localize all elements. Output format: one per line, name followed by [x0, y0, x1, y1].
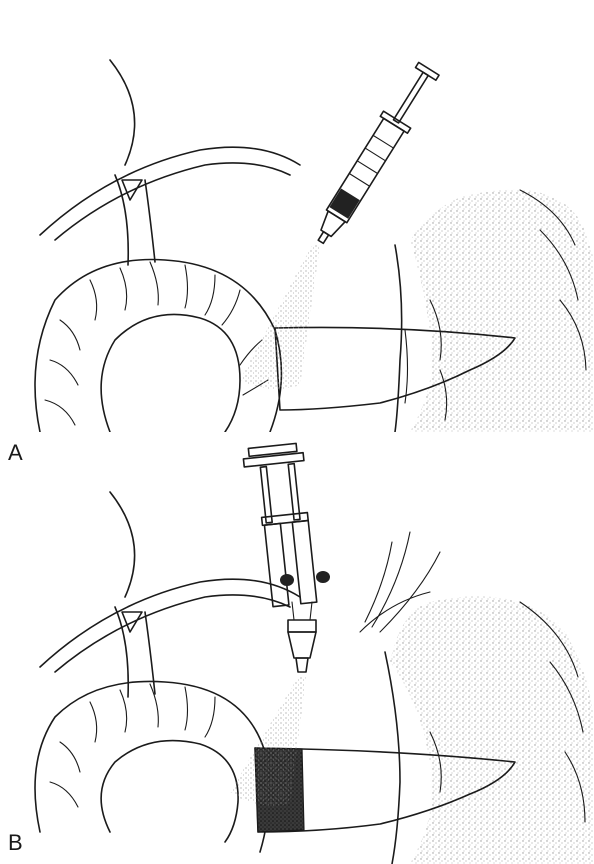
spray-mist: [240, 245, 320, 389]
dual-syringe-icon: [243, 443, 330, 672]
panel-b-illustration: [0, 432, 594, 864]
bowel-loop: [35, 260, 281, 433]
stomach-organ: [410, 190, 594, 432]
panel-a-illustration: [0, 0, 594, 432]
panel-label-b: B: [8, 832, 23, 854]
stomach-organ: [390, 596, 594, 864]
vessel: [110, 60, 135, 165]
panel-b: B: [0, 432, 594, 863]
panel-a: A: [0, 0, 594, 432]
single-syringe-icon: [307, 60, 442, 250]
